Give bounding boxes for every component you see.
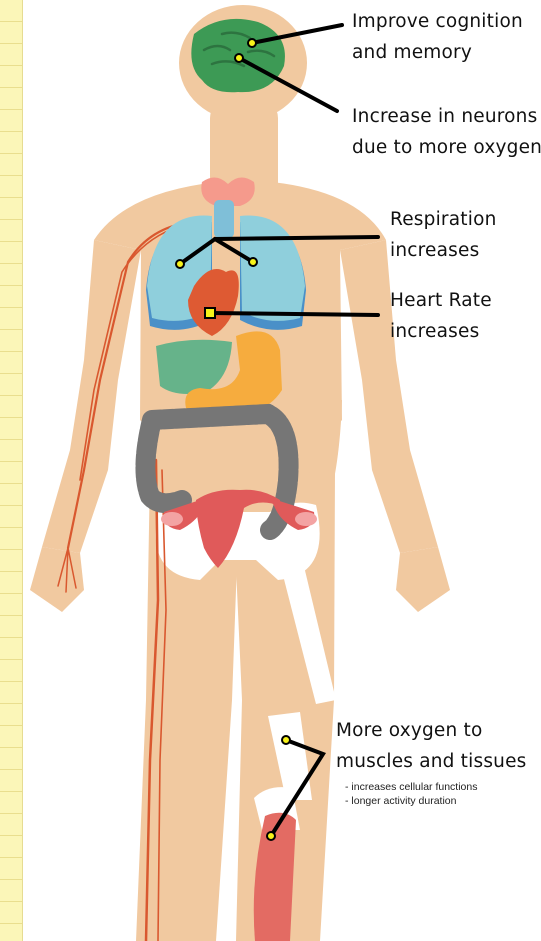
cognition-label: Improve cognition and memory bbox=[352, 6, 523, 68]
muscles-label-line-2: muscles and tissues bbox=[336, 746, 527, 777]
trachea bbox=[214, 200, 234, 238]
brain-cognition-marker bbox=[248, 39, 256, 47]
muscles-detail-1: - increases cellular functions bbox=[345, 780, 477, 794]
thigh-marker bbox=[282, 736, 290, 744]
respiration-label-line-1: Respiration bbox=[390, 204, 497, 235]
heart-marker bbox=[205, 308, 215, 318]
cognition-label-line-1: Improve cognition bbox=[352, 6, 523, 37]
respiration-label: Respiration increases bbox=[390, 204, 497, 266]
muscles-details: - increases cellular functions - longer … bbox=[345, 780, 477, 808]
muscles-detail-2: - longer activity duration bbox=[345, 794, 477, 808]
respiration-pointer-line-extension bbox=[215, 237, 378, 239]
cognition-label-line-2: and memory bbox=[352, 37, 523, 68]
muscles-label: More oxygen to muscles and tissues bbox=[336, 715, 527, 777]
calf-marker bbox=[267, 832, 275, 840]
right-lung-marker bbox=[249, 258, 257, 266]
heart-rate-pointer-line bbox=[210, 313, 378, 315]
heart-rate-label: Heart Rate increases bbox=[390, 285, 492, 347]
respiration-label-line-2: increases bbox=[390, 235, 497, 266]
neurons-label: Increase in neurons due to more oxygen bbox=[352, 101, 541, 163]
heart-rate-label-line-2: increases bbox=[390, 316, 492, 347]
heart-rate-label-line-1: Heart Rate bbox=[390, 285, 492, 316]
brain-neurons-marker bbox=[235, 54, 243, 62]
neurons-label-line-1: Increase in neurons bbox=[352, 101, 541, 132]
neurons-label-line-2: due to more oxygen bbox=[352, 132, 541, 163]
muscles-label-line-1: More oxygen to bbox=[336, 715, 527, 746]
left-lung-marker bbox=[176, 260, 184, 268]
